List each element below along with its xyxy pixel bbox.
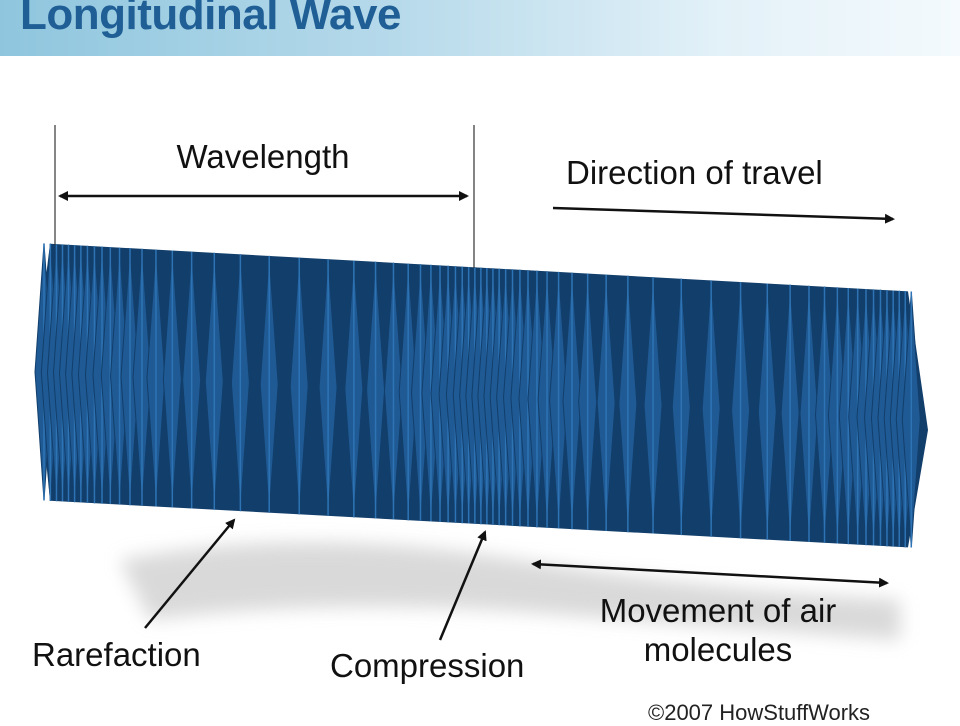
direction-arrow	[552, 206, 895, 224]
direction-label: Direction of travel	[566, 154, 823, 191]
movement-arrow	[531, 559, 889, 588]
wave-shadow	[120, 542, 900, 640]
page-title: Longitudinal Wave	[20, 0, 401, 39]
compression-label: Compression	[330, 647, 524, 684]
wavelength-label: Wavelength	[176, 138, 349, 175]
rarefaction-label: Rarefaction	[32, 636, 201, 673]
rarefaction-arrow	[144, 518, 236, 629]
wave-body	[34, 243, 928, 548]
movement-label-line2: molecules	[644, 631, 793, 668]
compression-arrow	[438, 530, 487, 641]
title-banner: Longitudinal Wave	[0, 0, 960, 56]
movement-label-line1: Movement of air	[600, 592, 837, 629]
copyright-notice: ©2007 HowStuffWorks	[648, 700, 871, 725]
